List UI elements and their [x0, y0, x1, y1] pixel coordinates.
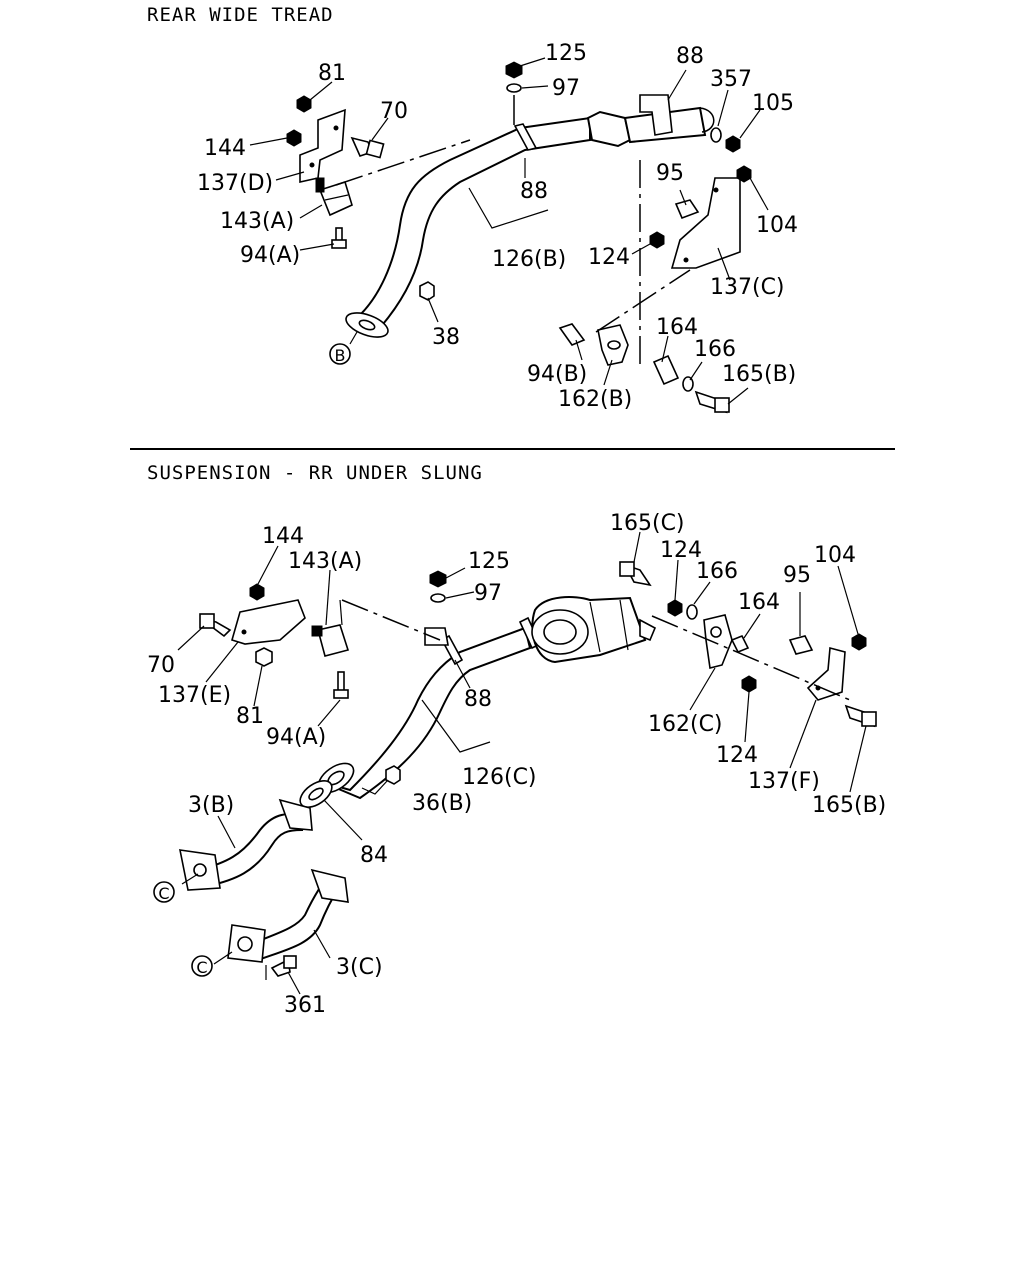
label-165b: 165(B): [812, 793, 886, 818]
hanger-88: [639, 94, 673, 136]
washer-97-bottom: [430, 593, 446, 603]
nut-81-bottom: [255, 647, 273, 667]
bolt-95-bottom: [788, 635, 814, 655]
label-124: 124: [588, 245, 630, 270]
nut-104: [736, 165, 752, 183]
washer-166: [682, 376, 694, 392]
spacer-164-bottom: [730, 634, 750, 654]
nut-104-bottom: [851, 633, 867, 651]
label-137d: 137(D): [197, 171, 273, 196]
nut-36b: [385, 765, 401, 785]
reference-circle-b: [329, 343, 351, 365]
label-81: 81: [236, 704, 264, 729]
label-95: 95: [783, 563, 811, 588]
nut-124-lower: [741, 675, 757, 693]
label-94a: 94(A): [266, 725, 326, 750]
label-137c: 137(C): [710, 275, 785, 300]
label-166: 166: [694, 337, 736, 362]
label-165c: 165(C): [610, 511, 685, 536]
label-125: 125: [545, 41, 587, 66]
bracket-137f: [806, 646, 846, 701]
label-104: 104: [756, 213, 798, 238]
pipe-3b: [198, 812, 304, 888]
label-38: 38: [432, 325, 460, 350]
pipe-126b: [349, 116, 591, 332]
label-105: 105: [752, 91, 794, 116]
label-88: 88: [676, 44, 704, 69]
label-164: 164: [738, 590, 780, 615]
label-126c: 126(C): [462, 765, 537, 790]
section-title-suspension: SUSPENSION - RR UNDER SLUNG: [147, 462, 483, 484]
bottom-exhaust-pipe-assembly: C C 165(C) 124 166 104 95 164 144 143(A)…: [147, 511, 886, 1018]
bolt-94b: [558, 323, 586, 346]
clamp-ring: [513, 123, 538, 151]
svg-text:C: C: [196, 958, 207, 977]
label-165b: 165(B): [722, 362, 796, 387]
label-36b: 36(B): [412, 791, 472, 816]
label-88: 88: [464, 687, 492, 712]
label-81: 81: [318, 61, 346, 86]
nut-125: [505, 61, 523, 79]
label-162b: 162(B): [558, 387, 632, 412]
label-166: 166: [696, 559, 738, 584]
nut-144: [286, 129, 302, 147]
label-70: 70: [147, 653, 175, 678]
mount-143a: [318, 180, 353, 217]
mount-143a-bottom: [317, 624, 350, 657]
reference-circle-c-1: [153, 881, 175, 903]
label-124-lower: 124: [716, 743, 758, 768]
bracket-137e: [231, 599, 306, 645]
bolt-95: [674, 199, 700, 220]
nut-105: [725, 135, 741, 153]
label-94a: 94(A): [240, 243, 300, 268]
reference-circle-c-2: [191, 955, 213, 977]
washer-97: [506, 83, 522, 93]
label-3b: 3(B): [188, 793, 234, 818]
label-88-lower: 88: [520, 179, 548, 204]
label-144: 144: [204, 136, 246, 161]
bracket-137c: [670, 177, 741, 269]
label-104: 104: [814, 543, 856, 568]
label-97: 97: [474, 581, 502, 606]
nut-124-upper: [667, 599, 683, 617]
label-144: 144: [262, 524, 304, 549]
section-title-rear-wide-tread: REAR WIDE TREAD: [147, 4, 334, 26]
label-357: 357: [710, 67, 752, 92]
label-3c: 3(C): [336, 955, 383, 980]
nut-124: [649, 231, 665, 249]
label-137e: 137(E): [158, 683, 231, 708]
bolt-94a-bottom: [337, 671, 345, 693]
bottom-leader-lines: [177, 531, 867, 995]
spacer-164: [652, 354, 680, 386]
washer-357: [710, 127, 722, 143]
top-exhaust-pipe-assembly: B 125 97 88 357 105 81 70 144 137(D) 143…: [197, 41, 798, 414]
nut-81: [296, 95, 312, 113]
label-70: 70: [380, 99, 408, 124]
nut-125-bottom: [429, 570, 447, 588]
label-137f: 137(F): [748, 769, 820, 794]
washer-166-bottom: [686, 604, 698, 620]
top-leader-lines: [249, 57, 769, 405]
svg-text:B: B: [335, 346, 346, 365]
nut-144-bottom: [249, 583, 265, 601]
nut-38: [419, 281, 435, 301]
label-94b: 94(B): [527, 362, 587, 387]
label-126b: 126(B): [492, 247, 566, 272]
catalytic-section: [586, 110, 632, 148]
label-97: 97: [552, 76, 580, 101]
label-143a: 143(A): [288, 549, 362, 574]
label-125: 125: [468, 549, 510, 574]
hanger-162c: [703, 614, 733, 669]
label-124-upper: 124: [660, 538, 702, 563]
label-84: 84: [360, 843, 388, 868]
label-95: 95: [656, 161, 684, 186]
label-361: 361: [284, 993, 326, 1018]
label-162c: 162(C): [648, 712, 723, 737]
svg-text:C: C: [158, 884, 169, 903]
bracket-137d: [299, 108, 346, 183]
label-164: 164: [656, 315, 698, 340]
label-143a: 143(A): [220, 209, 294, 234]
